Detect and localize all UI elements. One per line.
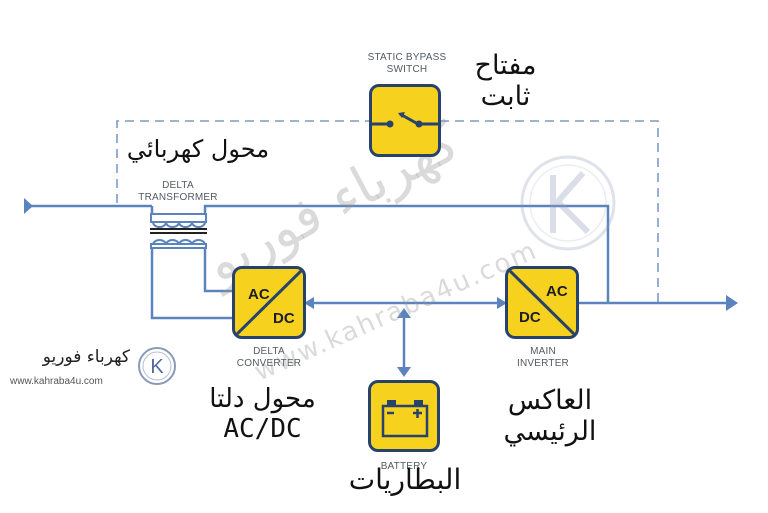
static-bypass-switch-arabic-label: مفتاح ثابت: [458, 50, 553, 112]
battery-label: BATTERY: [380, 461, 428, 472]
switch-icon: [372, 112, 438, 128]
label-line: MAIN: [530, 346, 556, 357]
delta-converter-dc-text: DC: [273, 310, 295, 327]
input-arrow-icon: [24, 198, 33, 214]
label-line: مفتاح: [474, 50, 537, 81]
battery-icon: [381, 400, 429, 438]
battery-down-arrow-icon: [397, 367, 411, 377]
label-line: SWITCH: [386, 64, 428, 75]
delta-converter-arabic-label: محول دلتا AC/DC: [195, 384, 330, 445]
bus-right-arrow-icon: [497, 297, 507, 309]
label-line: محول دلتا: [209, 384, 316, 414]
label-line: العاكس: [507, 385, 593, 416]
battery-arabic-label: البطاريات: [348, 463, 462, 496]
transformer-icon: [150, 213, 207, 249]
battery-box: [368, 380, 440, 452]
svg-text:K: K: [150, 356, 164, 378]
brand-name: كهرباء فوريو: [42, 347, 130, 367]
delta-converter-label: DELTA CONVERTER: [219, 346, 319, 370]
label-line: INVERTER: [517, 358, 569, 369]
delta-transformer-label: DELTA TRANSFORMER: [118, 180, 238, 204]
main-inverter-label: MAIN INVERTER: [493, 346, 593, 370]
output-arrow-icon: [726, 295, 738, 311]
main-inverter-dc-text: DC: [519, 309, 541, 326]
label-line: STATIC BYPASS: [367, 52, 447, 63]
static-bypass-switch-box: [369, 84, 441, 157]
label-line: الرئيسي: [503, 416, 597, 448]
main-inverter-box: AC DC: [505, 266, 579, 339]
label-line: AC/DC: [223, 413, 302, 444]
label-line: CONVERTER: [236, 358, 302, 369]
label-line: TRANSFORMER: [138, 192, 218, 203]
main-inverter-ac-text: AC: [546, 283, 568, 300]
label-line: DELTA: [162, 180, 194, 191]
static-bypass-switch-label: STATIC BYPASS SWITCH: [352, 52, 462, 76]
label-line: DELTA: [253, 346, 285, 357]
battery-up-arrow-icon: [397, 308, 411, 318]
delta-converter-box: AC DC: [232, 266, 306, 339]
delta-transformer-arabic-label: محول كهربائي: [126, 135, 270, 163]
diagonal-divider: [235, 269, 303, 336]
brand-url: www.kahraba4u.com: [10, 376, 103, 387]
delta-converter-ac-text: AC: [248, 286, 270, 303]
bus-left-arrow-icon: [304, 297, 314, 309]
label-line: ثابت: [480, 81, 531, 113]
diagonal-divider: [508, 269, 576, 336]
main-inverter-arabic-label: العاكس الرئيسي: [480, 385, 620, 447]
